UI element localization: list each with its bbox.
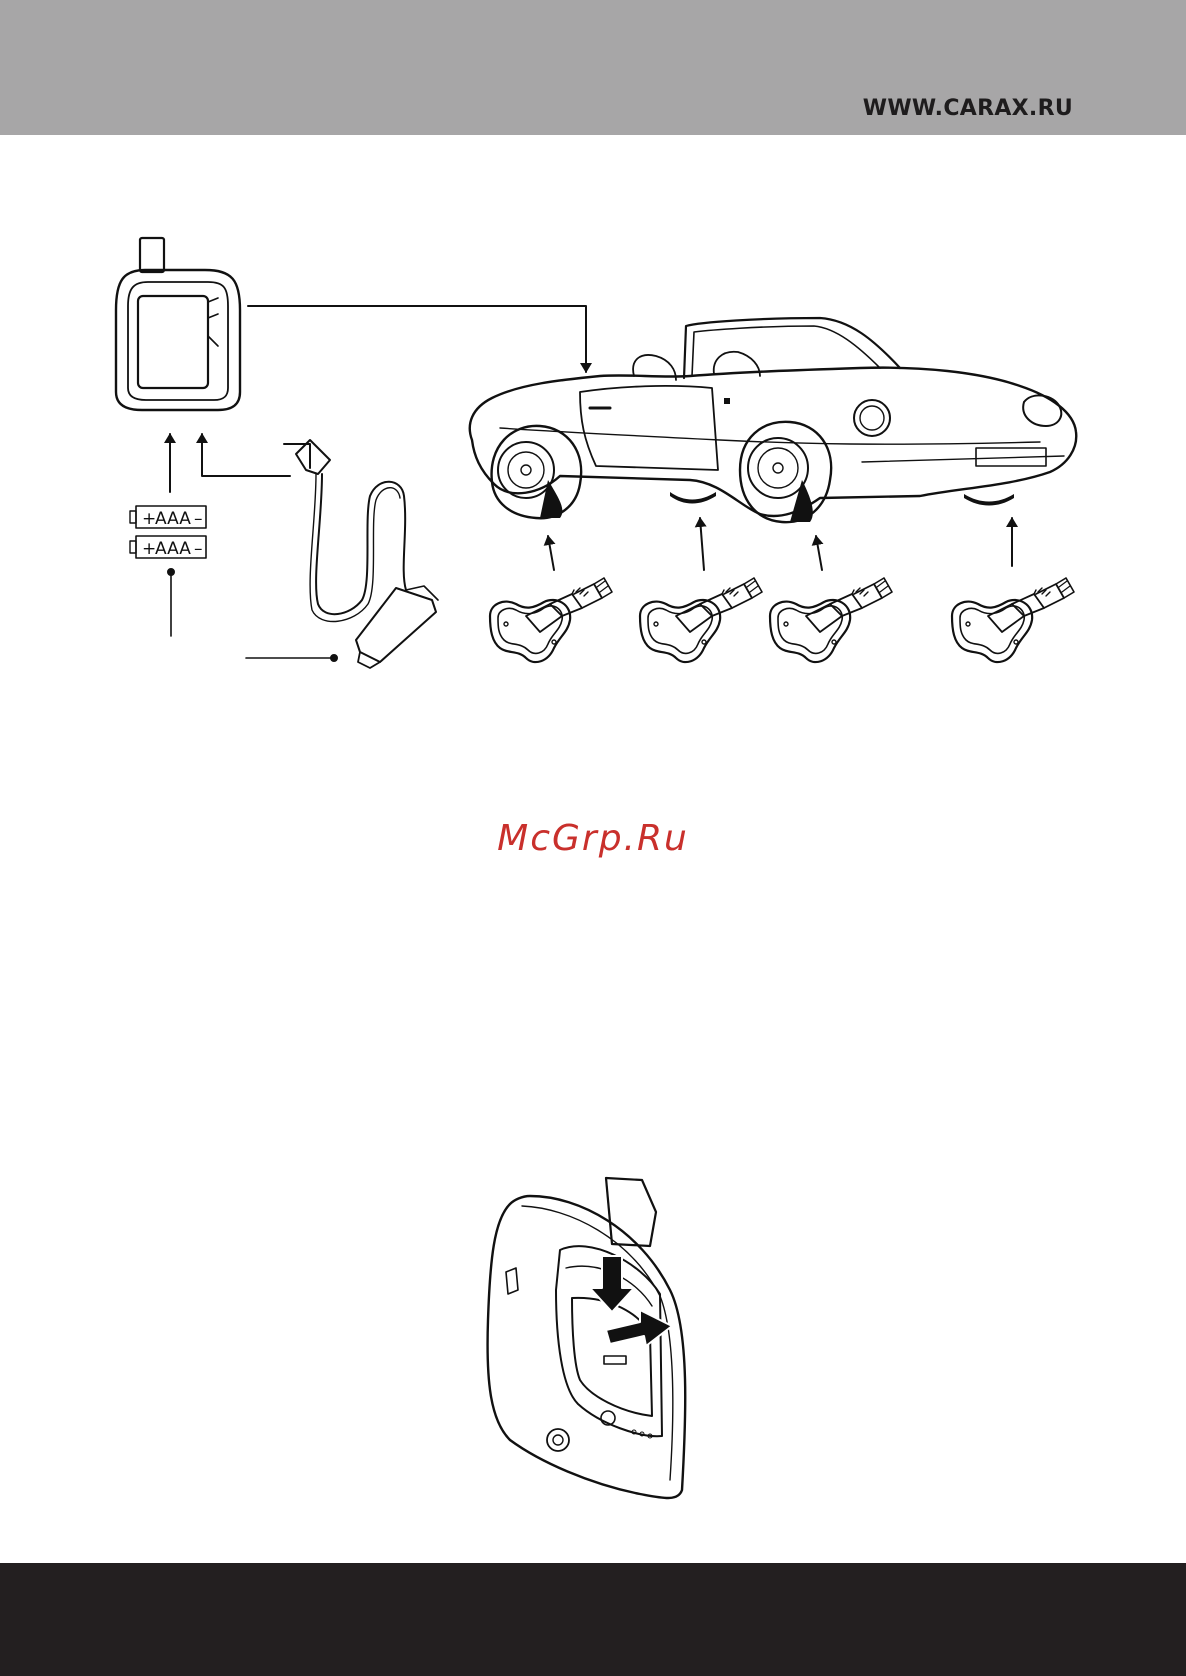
battery-2-label: AAA	[155, 539, 191, 559]
arrow-cable-to-monitor	[202, 434, 290, 476]
car-charger-cable	[284, 440, 438, 668]
tire-sensor-1	[490, 578, 612, 662]
monitor-back-illustration	[488, 1178, 686, 1498]
battery-aaa-1: + AAA –	[130, 506, 206, 529]
tire-sensor-3	[770, 578, 892, 662]
monitor-device	[116, 238, 240, 410]
watermark[interactable]: McGrp.Ru	[0, 818, 1186, 859]
battery-pointer	[168, 569, 174, 636]
tire-sensor-4	[952, 578, 1074, 662]
page-footer	[0, 1563, 1186, 1676]
battery-1-label: AAA	[155, 509, 191, 529]
tire-sensor-2	[640, 578, 762, 662]
sensor-arrows	[548, 518, 1012, 570]
slide-arrow	[606, 1310, 672, 1346]
battery-1-minus: –	[194, 509, 203, 529]
battery-aaa-2: + AAA –	[130, 536, 206, 559]
charger-pointer	[246, 655, 337, 661]
arrow-to-car	[248, 306, 586, 372]
car-illustration	[470, 318, 1076, 522]
press-arrow	[590, 1256, 634, 1312]
battery-2-minus: –	[194, 539, 203, 559]
